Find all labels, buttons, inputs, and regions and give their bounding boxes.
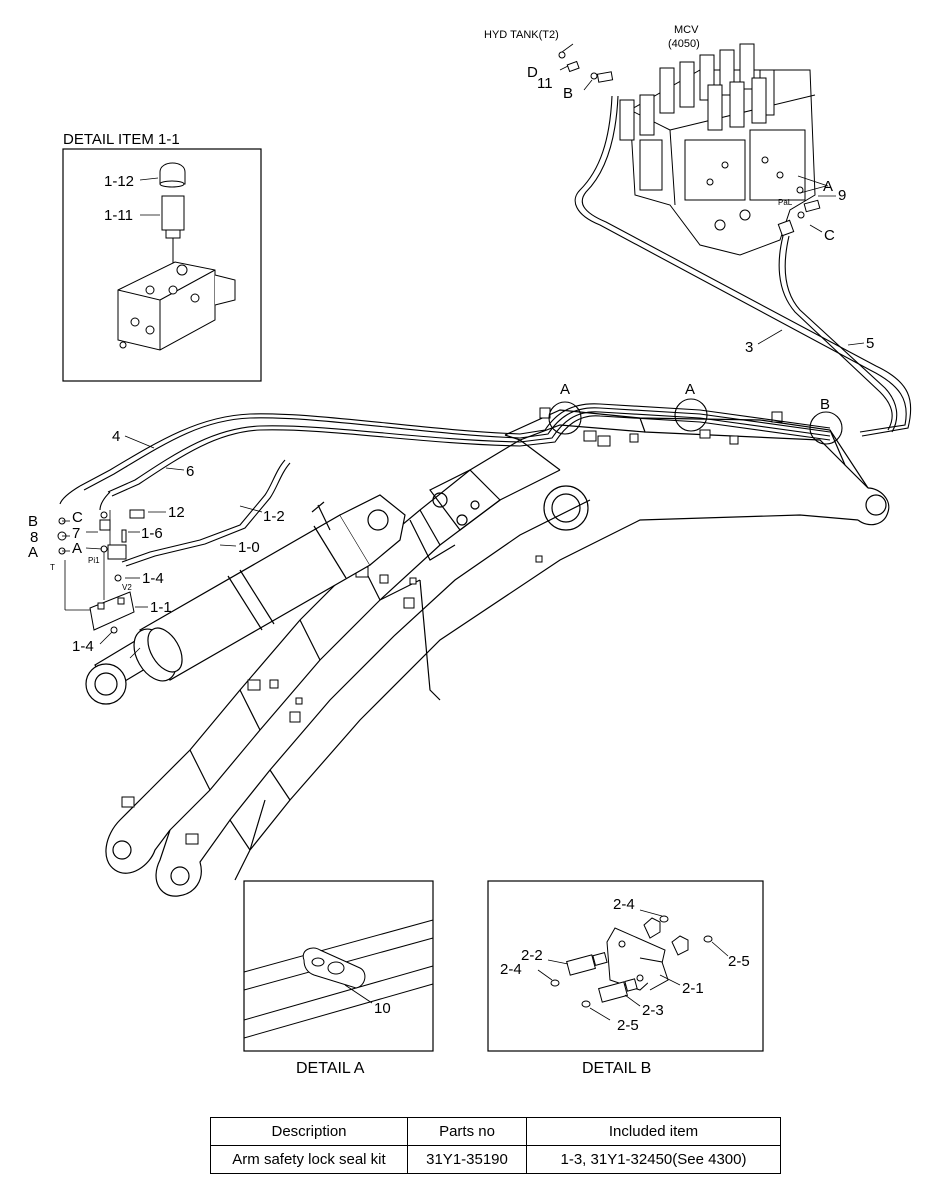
detail-b-caption: DETAIL B xyxy=(582,1060,651,1077)
arm-cylinder xyxy=(85,494,406,705)
label-pal: PaL xyxy=(778,198,793,207)
label-c-right: C xyxy=(824,227,835,244)
label-1-1: 1-1 xyxy=(150,599,172,616)
detail-circles xyxy=(548,398,843,445)
arm-brackets xyxy=(121,407,783,845)
detail-b-circle xyxy=(809,411,843,445)
label-t-port: T xyxy=(50,563,55,572)
label-a-mid: A xyxy=(72,540,82,557)
part-labels: HYD TANK(T2) MCV (4050) D 11 B PaL A 9 C… xyxy=(28,24,874,655)
label-2-1: 2-1 xyxy=(682,980,704,997)
label-d: D xyxy=(527,64,538,81)
label-a-left: A xyxy=(28,544,38,561)
label-1-6: 1-6 xyxy=(141,525,163,542)
detail-b-box: 2-4 2-2 2-4 2-5 2-1 2-3 2-5 DETAIL B xyxy=(487,880,764,1077)
cell-description: Arm safety lock seal kit xyxy=(210,1145,408,1174)
label-9: 9 xyxy=(838,187,846,204)
label-11: 11 xyxy=(537,75,553,92)
detail-a-circle-1 xyxy=(548,401,582,435)
label-mcv-code: (4050) xyxy=(668,38,700,50)
label-1-4-lower: 1-4 xyxy=(72,638,94,655)
detail-item-1-1-box: DETAIL ITEM 1-1 1-12 1-11 xyxy=(62,131,262,382)
label-10: 10 xyxy=(374,1000,391,1017)
header-included-item: Included item xyxy=(526,1117,781,1146)
cell-parts-no: 31Y1-35190 xyxy=(407,1145,527,1174)
label-1-12: 1-12 xyxy=(104,173,134,190)
label-b-left: B xyxy=(28,513,38,530)
label-c-left: C xyxy=(72,509,83,526)
label-detail-a-2: A xyxy=(685,381,695,398)
detail-a-box: 10 DETAIL A xyxy=(243,880,434,1077)
label-b-top: B xyxy=(563,85,573,102)
label-1-11: 1-11 xyxy=(104,207,133,224)
label-1-4-upper: 1-4 xyxy=(142,570,164,587)
parts-table-header-row: Description Parts no Included item xyxy=(210,1117,781,1146)
label-1-2: 1-2 xyxy=(263,508,285,525)
label-12: 12 xyxy=(168,504,185,521)
header-parts-no: Parts no xyxy=(407,1117,527,1146)
detail-a-caption: DETAIL A xyxy=(296,1060,365,1077)
arm-body xyxy=(105,409,890,897)
label-4: 4 xyxy=(112,428,120,445)
label-5: 5 xyxy=(866,335,874,352)
label-8: 8 xyxy=(30,529,38,546)
mcv-valve xyxy=(619,43,816,256)
cell-included-item: 1-3, 31Y1-32450(See 4300) xyxy=(526,1145,781,1174)
label-7: 7 xyxy=(72,525,80,542)
leader-lines xyxy=(62,43,865,659)
label-pi1: Pi1 xyxy=(88,556,100,565)
label-2-4-top: 2-4 xyxy=(613,896,635,913)
label-2-5-bottom: 2-5 xyxy=(617,1017,639,1034)
detail-item-title: DETAIL ITEM 1-1 xyxy=(63,131,180,148)
label-2-3: 2-3 xyxy=(642,1002,664,1019)
label-detail-a-1: A xyxy=(560,381,570,398)
detail-a-circle-2 xyxy=(674,398,708,432)
label-mcv: MCV xyxy=(674,24,699,36)
header-description: Description xyxy=(210,1117,408,1146)
label-detail-b: B xyxy=(820,396,830,413)
label-a-right: A xyxy=(823,178,833,195)
fittings xyxy=(57,51,821,634)
pipes xyxy=(59,95,912,567)
label-hyd-tank: HYD TANK(T2) xyxy=(484,29,559,41)
label-2-2: 2-2 xyxy=(521,947,543,964)
label-2-4-left: 2-4 xyxy=(500,961,522,978)
parts-table: Description Parts no Included item Arm s… xyxy=(210,1117,781,1174)
label-6: 6 xyxy=(186,463,194,480)
label-v2-port: V2 xyxy=(122,583,132,592)
label-3: 3 xyxy=(745,339,753,356)
label-2-5-right: 2-5 xyxy=(728,953,750,970)
label-1-0: 1-0 xyxy=(238,539,260,556)
table-row: Arm safety lock seal kit 31Y1-35190 1-3,… xyxy=(210,1145,781,1174)
